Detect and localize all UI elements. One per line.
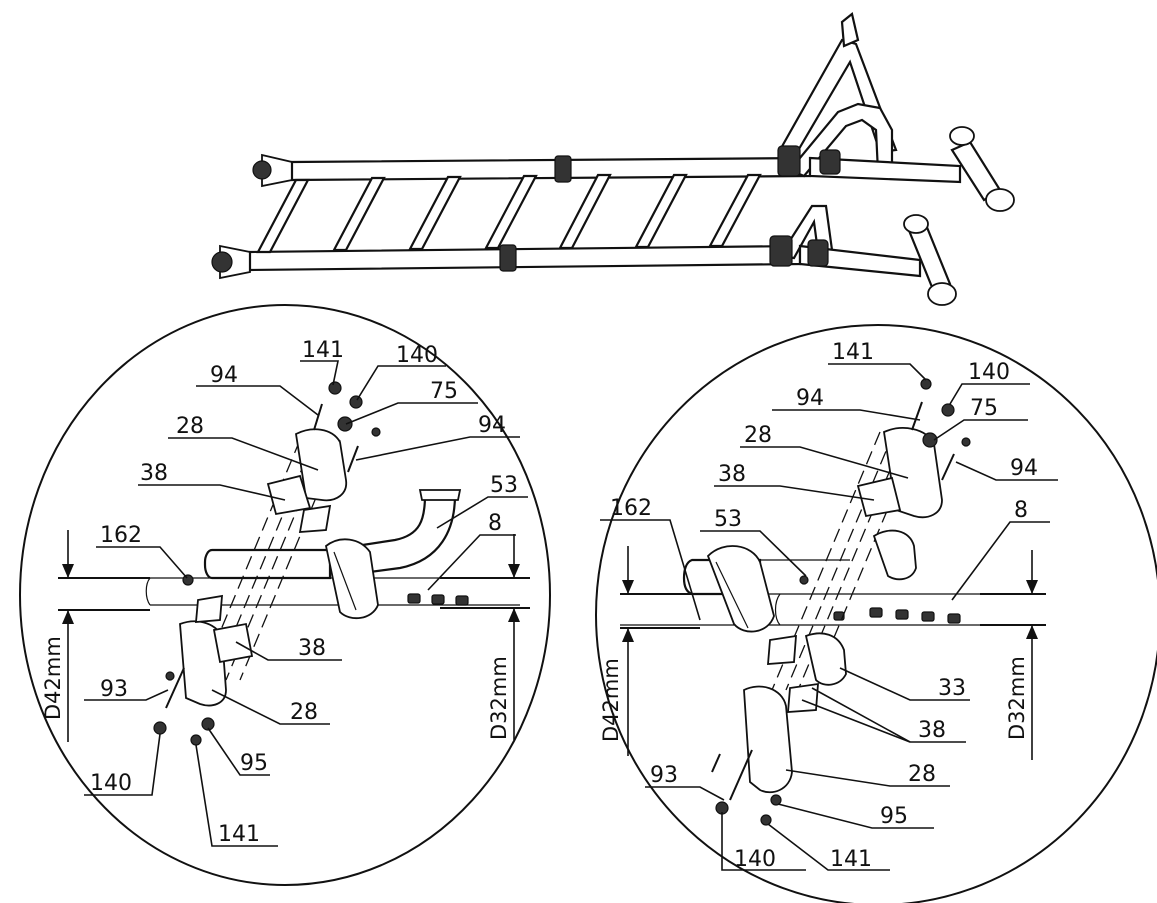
label-141-top-r: 141 bbox=[832, 340, 874, 365]
label-33-r: 33 bbox=[938, 676, 966, 701]
label-94-right-r: 94 bbox=[1010, 456, 1038, 481]
label-53-r: 53 bbox=[714, 507, 742, 532]
label-28-lower-r: 28 bbox=[908, 762, 936, 787]
label-75: 75 bbox=[430, 379, 458, 404]
label-94-right: 94 bbox=[478, 413, 506, 438]
label-94-top-r: 94 bbox=[796, 386, 824, 411]
label-95: 95 bbox=[240, 751, 268, 776]
dim-d32-left: D32mm bbox=[487, 656, 511, 740]
label-94-top: 94 bbox=[210, 363, 238, 388]
label-38-upper: 38 bbox=[140, 461, 168, 486]
label-141-bottom: 141 bbox=[218, 822, 260, 847]
label-140-bottom: 140 bbox=[90, 771, 132, 796]
label-38-lower-r: 38 bbox=[918, 718, 946, 743]
label-140-top: 140 bbox=[396, 343, 438, 368]
label-75-r: 75 bbox=[970, 396, 998, 421]
label-8: 8 bbox=[488, 511, 502, 536]
label-141-bottom-r: 141 bbox=[830, 847, 872, 872]
label-28-lower: 28 bbox=[290, 700, 318, 725]
label-162: 162 bbox=[100, 523, 142, 548]
label-8-r: 8 bbox=[1014, 498, 1028, 523]
left-detail-view: 141 140 94 75 94 28 38 53 162 8 38 93 28… bbox=[19, 304, 551, 886]
right-detail-view: 141 94 140 75 28 94 38 162 53 8 33 38 93… bbox=[595, 324, 1157, 903]
label-140-top-r: 140 bbox=[968, 360, 1010, 385]
label-38-lower: 38 bbox=[298, 636, 326, 661]
label-53: 53 bbox=[490, 473, 518, 498]
dim-d32-right: D32mm bbox=[1005, 656, 1029, 740]
label-93: 93 bbox=[100, 677, 128, 702]
label-140-bottom-r: 140 bbox=[734, 847, 776, 872]
label-28-upper: 28 bbox=[176, 414, 204, 439]
label-95-r: 95 bbox=[880, 804, 908, 829]
dim-d42-right: D42mm bbox=[599, 658, 623, 742]
ladder-overview bbox=[211, 12, 1015, 306]
label-141-top: 141 bbox=[302, 338, 344, 363]
dim-d42-left: D42mm bbox=[41, 636, 65, 720]
label-28-upper-r: 28 bbox=[744, 423, 772, 448]
label-38-upper-r: 38 bbox=[718, 462, 746, 487]
label-93-r: 93 bbox=[650, 763, 678, 788]
label-162-r: 162 bbox=[610, 496, 652, 521]
